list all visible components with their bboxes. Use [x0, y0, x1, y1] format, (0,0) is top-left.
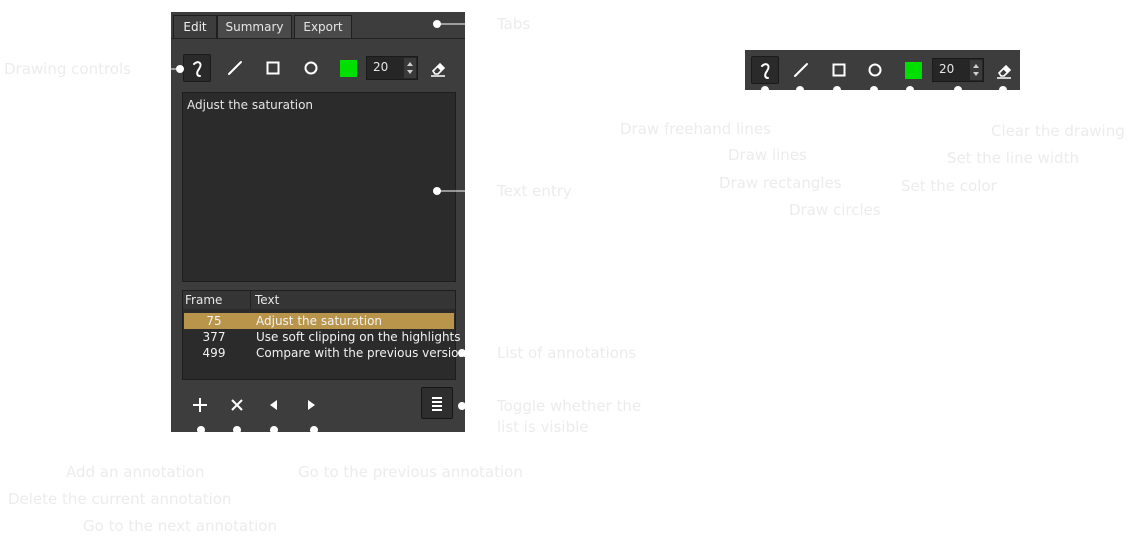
- callout-dot: [761, 86, 769, 94]
- line-icon: [228, 61, 242, 75]
- line-width-spinbox[interactable]: 20: [932, 58, 984, 82]
- callout-dot: [433, 20, 441, 28]
- callout-dot: [870, 86, 878, 94]
- callout-drawing-controls: Drawing controls: [4, 60, 131, 78]
- callout-tabs: Tabs: [497, 15, 531, 33]
- clear-drawing-button[interactable]: [990, 56, 1018, 84]
- row-text: Use soft clipping on the highlights: [256, 330, 461, 344]
- callout-previous: Go to the previous annotation: [298, 463, 523, 481]
- next-annotation-button[interactable]: [260, 391, 288, 419]
- callout-dot: [906, 86, 914, 94]
- callout-dot: [197, 426, 205, 434]
- rectangle-icon: [266, 61, 280, 75]
- rectangle-tool-button[interactable]: [825, 56, 853, 84]
- row-frame: 377: [202, 330, 226, 344]
- circle-tool-button[interactable]: [861, 56, 889, 84]
- callout-dot: [233, 426, 241, 434]
- callout-dot: [458, 349, 466, 357]
- row-text: Compare with the previous version: [256, 346, 467, 360]
- circle-icon: [868, 63, 882, 77]
- line-tool-button[interactable]: [221, 54, 249, 82]
- list-item[interactable]: 75 Adjust the saturation: [184, 313, 454, 329]
- previous-annotation-button[interactable]: [297, 391, 325, 419]
- spin-arrows-icon: [407, 62, 413, 74]
- triangle-left-icon: [270, 400, 277, 410]
- callout-lines: Draw lines: [728, 146, 807, 164]
- spin-arrows[interactable]: [970, 60, 982, 80]
- list-icon: [432, 397, 442, 411]
- freehand-icon: [761, 63, 770, 79]
- callout-toggle-line1: Toggle whether the: [497, 397, 642, 415]
- callout-line-width: Set the line width: [947, 149, 1079, 167]
- line-width-value: 20: [939, 62, 955, 76]
- freehand-icon: [193, 61, 202, 77]
- freehand-tool-button[interactable]: [183, 54, 211, 82]
- triangle-right-icon: [308, 400, 315, 410]
- spin-arrows[interactable]: [404, 58, 416, 78]
- eraser-icon: [997, 64, 1012, 79]
- text-entry-value: Adjust the saturation: [187, 98, 314, 112]
- circle-tool-button[interactable]: [297, 54, 325, 82]
- callout-dot: [310, 426, 318, 434]
- column-header-text[interactable]: Text: [251, 291, 455, 309]
- row-text: Adjust the saturation: [256, 314, 383, 328]
- callout-list: List of annotations: [497, 344, 637, 362]
- callout-color: Set the color: [901, 177, 997, 195]
- callout-dot: [999, 86, 1007, 94]
- callout-freehand: Draw freehand lines: [620, 120, 771, 138]
- plus-icon: [193, 398, 207, 412]
- rectangle-icon: [832, 63, 846, 77]
- callout-dot: [833, 86, 841, 94]
- callout-dot: [270, 426, 278, 434]
- line-width-spinbox[interactable]: 20: [366, 56, 418, 80]
- list-item[interactable]: 377 Use soft clipping on the highlights: [184, 329, 461, 345]
- tab-edit[interactable]: Edit: [173, 15, 217, 39]
- line-icon: [794, 63, 808, 77]
- close-icon: [231, 399, 243, 411]
- line-width-value: 20: [373, 60, 389, 74]
- row-frame: 75: [206, 314, 222, 328]
- color-swatch[interactable]: [340, 60, 357, 77]
- column-header-frame[interactable]: Frame: [183, 291, 251, 309]
- callout-next: Go to the next annotation: [83, 517, 277, 535]
- callout-delete: Delete the current annotation: [8, 490, 232, 508]
- tab-divider: [171, 38, 465, 39]
- callout-dot: [458, 402, 466, 410]
- toggle-list-button[interactable]: [421, 387, 453, 419]
- freehand-tool-button[interactable]: [751, 56, 779, 84]
- delete-annotation-button[interactable]: [223, 391, 251, 419]
- callout-rectangles: Draw rectangles: [719, 174, 842, 192]
- color-swatch[interactable]: [905, 62, 922, 79]
- circle-icon: [304, 61, 318, 75]
- callout-dot: [176, 65, 184, 73]
- annotation-list[interactable]: Frame Text 75 Adjust the saturation 377 …: [182, 290, 467, 380]
- callout-circles: Draw circles: [789, 201, 881, 219]
- row-frame: 499: [202, 346, 226, 360]
- callout-toggle-line2: list is visible: [497, 418, 589, 436]
- clear-drawing-button[interactable]: [424, 54, 452, 82]
- callout-dot: [954, 86, 962, 94]
- callout-clear: Clear the drawing: [991, 122, 1125, 140]
- add-annotation-button[interactable]: [186, 391, 214, 419]
- drawing-toolbar: 20: [745, 50, 1020, 90]
- callout-dot: [796, 86, 804, 94]
- list-item[interactable]: 499 Compare with the previous version: [184, 345, 467, 361]
- line-tool-button[interactable]: [787, 56, 815, 84]
- callout-add: Add an annotation: [66, 463, 205, 481]
- eraser-icon: [431, 62, 446, 77]
- callout-text-entry: Text entry: [497, 182, 572, 200]
- rectangle-tool-button[interactable]: [259, 54, 287, 82]
- tab-export[interactable]: Export: [294, 15, 352, 39]
- spin-arrows-icon: [973, 64, 979, 76]
- text-entry[interactable]: Adjust the saturation: [182, 92, 456, 282]
- callout-dot: [433, 187, 441, 195]
- annotation-panel: Edit Summary Export 20: [171, 12, 467, 432]
